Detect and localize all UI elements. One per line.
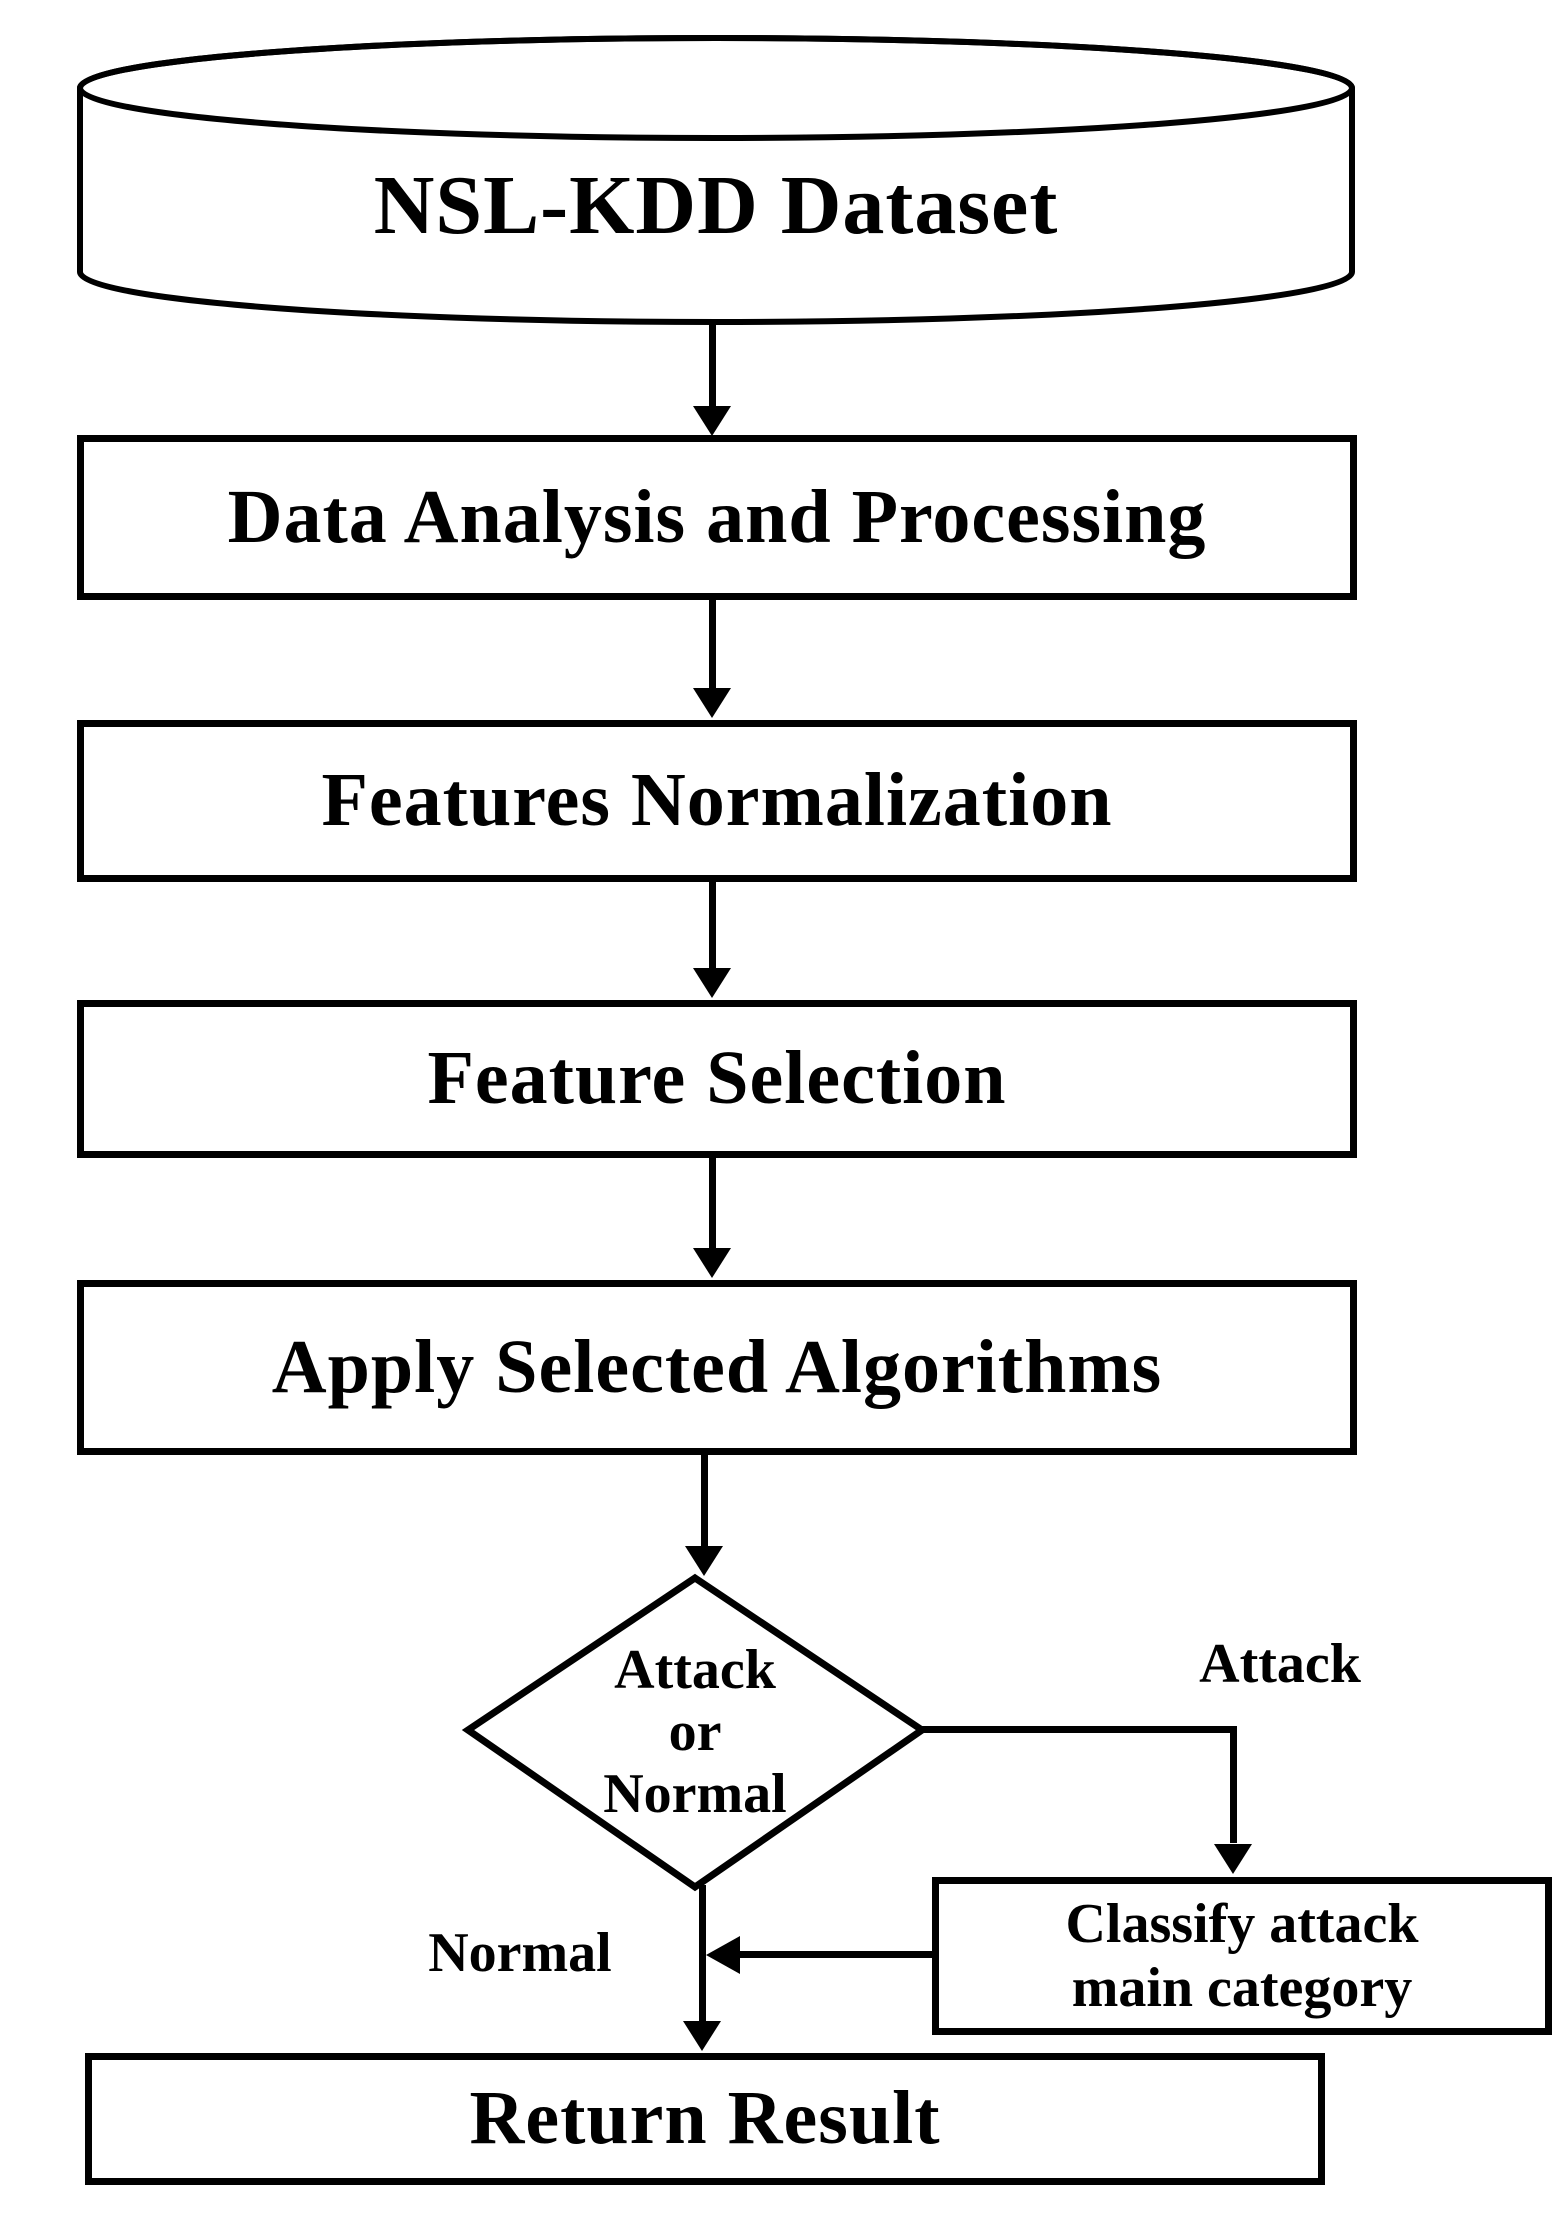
arrow-normalization-to-selection-shaft [709,880,716,970]
arrow-selection-to-algorithms-head [693,1248,731,1278]
arrow-dataset-to-analysis-head [693,406,731,436]
dataset-label: NSL-KDD Dataset [373,158,1059,252]
arrow-algorithms-to-decision-head [685,1546,723,1576]
decision-line-2: or [668,1701,722,1763]
classify-attack-line-1: Classify attack [1065,1893,1419,1955]
data-analysis-node: Data Analysis and Processing [77,435,1357,600]
normal-branch-label: Normal [428,1922,612,1984]
arrow-normalization-to-selection-head [693,968,731,998]
database-cylinder-icon [77,35,1355,325]
features-normalization-label: Features Normalization [321,758,1113,843]
features-normalization-node: Features Normalization [77,720,1357,882]
decision-to-return-arrow-head [683,2021,721,2051]
classify-attack-node: Classify attack main category [932,1877,1552,2035]
decision-node: Attack or Normal [535,1637,855,1827]
decision-line-3: Normal [603,1763,787,1825]
arrow-analysis-to-normalization-shaft [709,598,716,690]
classify-to-mainline-line [740,1951,932,1958]
data-analysis-label: Data Analysis and Processing [227,474,1207,559]
decision-to-return-shaft [699,1885,706,2022]
apply-algorithms-node: Apply Selected Algorithms [77,1280,1357,1455]
arrow-analysis-to-normalization-head [693,688,731,718]
arrow-dataset-to-analysis-shaft [709,320,716,410]
attack-branch-horizontal-line [920,1726,1237,1733]
arrow-algorithms-to-decision-shaft [701,1455,708,1547]
dataset-node: NSL-KDD Dataset [76,130,1356,280]
decision-line-1: Attack [614,1639,776,1701]
feature-selection-node: Feature Selection [77,1000,1357,1158]
attack-branch-arrow-head [1214,1844,1252,1874]
feature-selection-label: Feature Selection [427,1036,1007,1121]
return-result-node: Return Result [85,2053,1325,2185]
classify-to-mainline-arrow-head [706,1936,740,1974]
classify-attack-line-2: main category [1071,1957,1413,2019]
apply-algorithms-label: Apply Selected Algorithms [271,1324,1163,1409]
attack-branch-vertical-line [1230,1726,1237,1843]
attack-branch-label: Attack [1199,1633,1361,1695]
decision-diamond-icon [461,1573,929,1892]
arrow-selection-to-algorithms-shaft [709,1158,716,1250]
return-result-label: Return Result [469,2076,941,2161]
